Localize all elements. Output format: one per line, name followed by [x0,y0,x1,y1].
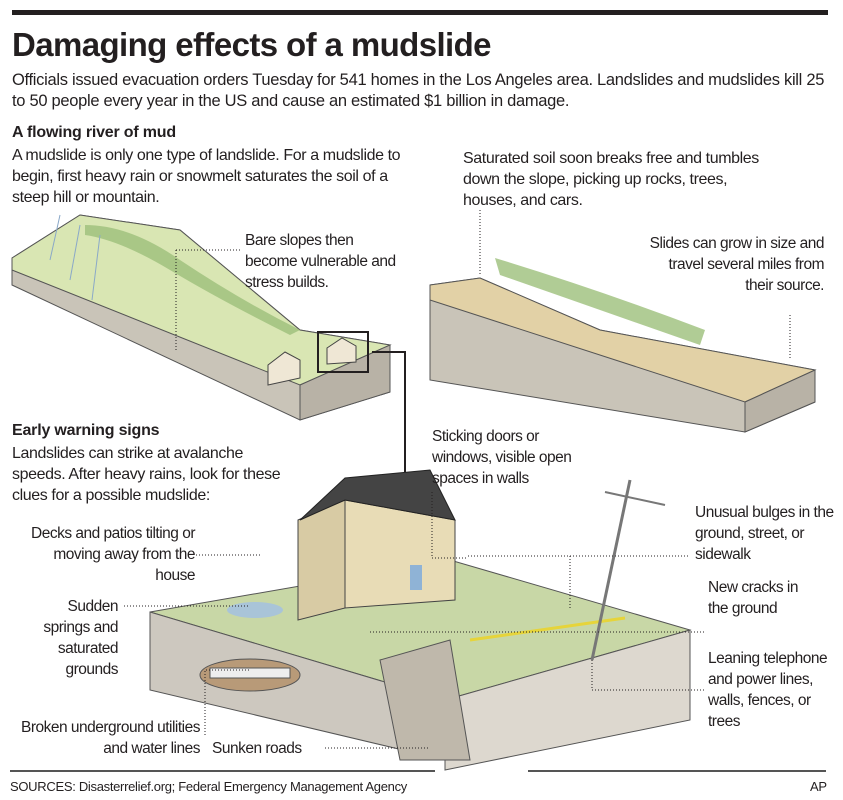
label-sticking-doors: Sticking doors or windows, visible open … [432,428,572,487]
intro-text: Officials issued evacuation orders Tuesd… [12,71,825,110]
section-heading-warning-signs: Early warning signs [12,422,160,439]
label-sunken-roads: Sunken roads [212,740,302,757]
label-new-cracks: New cracks in the ground [708,579,798,617]
warning-signs-body: Landslides can strike at avalanche speed… [12,445,281,504]
label-slides-grow: Slides can grow in size and travel sever… [649,235,825,294]
flowing-river-body: A mudslide is only one type of landslide… [12,147,401,206]
top-rule [12,10,828,15]
page-title: Damaging effects of a mudslide [12,26,492,63]
sources-credit: SOURCES: Disasterrelief.org; Federal Eme… [10,779,407,794]
label-leaning-lines: Leaning telephone and power lines, walls… [708,650,828,730]
slope-before-illustration [11,214,406,480]
footer-rule-left [10,770,435,772]
warning-signs-illustration [124,469,705,771]
section-heading-flowing-river: A flowing river of mud [12,124,176,141]
label-decks-patios: Decks and patios tilting or moving away … [31,525,195,584]
slope-after-illustration [429,210,817,433]
agency-credit: AP [810,779,827,794]
label-bare-slopes: Bare slopes then become vulnerable and s… [245,232,396,291]
label-sudden-springs: Sudden springs and saturated grounds [43,598,118,678]
footer-rule-right [528,770,826,772]
label-saturated-soil: Saturated soil soon breaks free and tumb… [463,150,759,209]
label-unusual-bulges: Unusual bulges in the ground, street, or… [695,504,834,563]
label-broken-utilities: Broken underground utilities and water l… [20,719,201,757]
